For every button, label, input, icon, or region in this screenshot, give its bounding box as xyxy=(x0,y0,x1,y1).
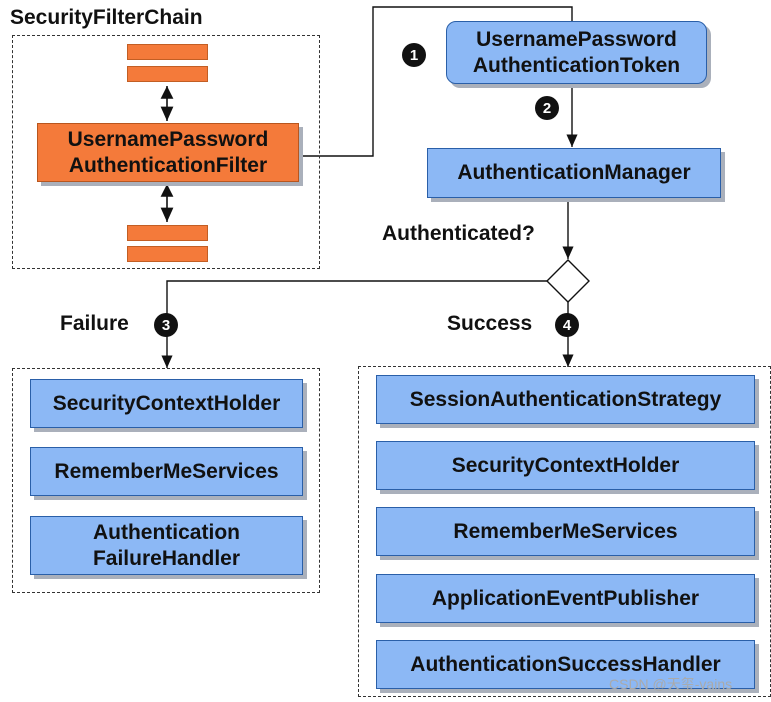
chain-title: SecurityFilterChain xyxy=(10,6,203,29)
failure-label: Failure xyxy=(60,312,129,335)
token-line1: UsernamePassword xyxy=(476,27,677,51)
step-badge-1: 1 xyxy=(402,43,426,67)
filter-to-token-line xyxy=(302,6,573,157)
failure-frame xyxy=(12,368,320,593)
authentication-success-handler: AuthenticationSuccessHandler xyxy=(376,640,755,689)
step-badge-3: 3 xyxy=(154,313,178,337)
watermark: CSDN @天玺-vains xyxy=(609,676,733,692)
failure-security-context-holder: SecurityContextHolder xyxy=(30,379,303,428)
failure-arrow xyxy=(161,280,547,368)
handler-line2: FailureHandler xyxy=(92,546,241,570)
failure-remember-me-services: RememberMeServices xyxy=(30,447,303,496)
success-label: Success xyxy=(447,312,533,335)
filter-bar xyxy=(127,44,208,60)
authentication-manager: AuthenticationManager xyxy=(427,148,721,198)
step-badge-4: 4 xyxy=(555,313,579,337)
filter-bar xyxy=(127,246,208,262)
handler-line1: Authentication xyxy=(92,520,240,544)
filter-line1: UsernamePassword xyxy=(67,127,269,151)
success-remember-me-services: RememberMeServices xyxy=(376,507,755,556)
step-badge-2: 2 xyxy=(535,96,559,120)
chain-frame xyxy=(12,35,320,269)
filter-bar xyxy=(127,66,208,82)
token-line2: AuthenticationToken xyxy=(472,53,681,77)
decision-label: Authenticated? xyxy=(382,222,535,245)
filter-bar xyxy=(127,225,208,241)
decision-diamond xyxy=(546,259,590,303)
success-security-context-holder: SecurityContextHolder xyxy=(376,441,755,490)
filter-line2: AuthenticationFilter xyxy=(68,153,268,177)
session-authentication-strategy: SessionAuthenticationStrategy xyxy=(376,375,755,424)
application-event-publisher: ApplicationEventPublisher xyxy=(376,574,755,623)
